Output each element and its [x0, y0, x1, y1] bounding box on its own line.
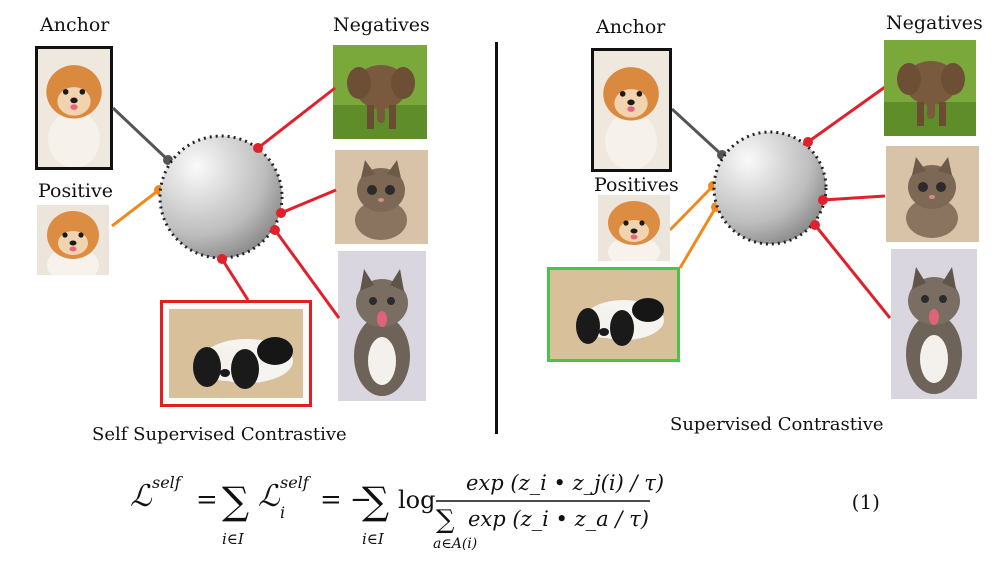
- right-negative-elephant-image: [884, 40, 976, 136]
- right-anchor-dog-image: [591, 48, 672, 172]
- left-negative-link-3: [273, 229, 341, 319]
- left-negative-kitten-image-2: [338, 251, 426, 401]
- left-negative-link-dot-4: [217, 254, 227, 264]
- right-negative-link-1: [807, 85, 886, 144]
- right-negative-kitten-image-2: [891, 249, 977, 399]
- left-negative-link-dot-2: [276, 208, 286, 218]
- left-anchor-link-dot: [163, 155, 173, 165]
- eq-mid-sub: i: [280, 503, 285, 522]
- right-anchor-link: [670, 107, 724, 157]
- right-anchor-label: Anchor: [596, 16, 666, 38]
- right-negative-link-dot-1: [803, 137, 813, 147]
- right-positive-link-2: [678, 206, 718, 269]
- eq-lhs-sup: self: [152, 473, 184, 492]
- right-negative-link-2: [822, 194, 886, 202]
- left-negative-kitten-image-1: [335, 150, 428, 244]
- right-positive-dog-image: [598, 195, 670, 261]
- right-caption: Supervised Contrastive: [670, 414, 884, 435]
- left-caption: Self Supervised Contrastive: [92, 424, 347, 445]
- left-embedding-sphere: [158, 134, 284, 260]
- eq-log: log: [398, 486, 436, 514]
- left-anchor-link: [111, 106, 170, 162]
- right-positive-link-1: [668, 184, 715, 232]
- left-negative-link-dot-3: [270, 225, 280, 235]
- right-negative-link-dot-3: [810, 220, 820, 230]
- eq-sum-1: ∑: [222, 479, 249, 523]
- right-negative-link-dot-2: [818, 195, 828, 205]
- left-positive-link: [111, 188, 160, 228]
- left-negative-link-4: [220, 258, 250, 301]
- eq-sum-3: ∑: [436, 505, 455, 535]
- left-negative-link-1: [257, 86, 336, 150]
- left-anchor-label: Anchor: [40, 14, 110, 36]
- panel-divider: [495, 42, 498, 434]
- right-positives-label: Positives: [594, 174, 679, 196]
- right-embedding-sphere: [712, 130, 828, 246]
- eq-sum-2-sub: i∈I: [362, 530, 385, 548]
- loss-equation: ℒ self = ∑ i∈I ℒ self i = − ∑ i∈I log ex…: [130, 471, 664, 552]
- eq-number: (1): [851, 490, 880, 514]
- right-negatives-label: Negatives: [886, 12, 983, 34]
- left-negative-link-2: [280, 188, 337, 215]
- left-negative-link-dot-1: [253, 143, 263, 153]
- left-positive-label: Positive: [38, 180, 113, 202]
- eq-mid: ℒ: [258, 479, 281, 514]
- left-anchor-dog-image: [35, 46, 113, 170]
- right-negative-link-3: [813, 224, 892, 319]
- right-positive-spaniel-image: [547, 267, 680, 362]
- eq-sum-2: ∑: [362, 479, 389, 523]
- eq-denominator-sum-sub: a∈A(i): [433, 536, 477, 552]
- left-negative-elephant-image: [333, 45, 427, 139]
- eq-sum-1-sub: i∈I: [222, 530, 245, 548]
- right-negative-kitten-image-1: [886, 146, 979, 242]
- eq-lhs: ℒ: [130, 479, 153, 514]
- left-positive-dog-image: [37, 205, 109, 275]
- eq-numerator: exp (z_i • z_j(i) / τ): [466, 471, 664, 495]
- left-negatives-label: Negatives: [333, 14, 430, 36]
- left-negative-spaniel-image: [160, 300, 312, 407]
- eq-denominator: exp (z_i • z_a / τ): [468, 507, 649, 531]
- eq-mid-sup: self: [280, 473, 312, 492]
- eq-equals-2: = −: [320, 485, 372, 515]
- eq-equals-1: =: [196, 485, 218, 515]
